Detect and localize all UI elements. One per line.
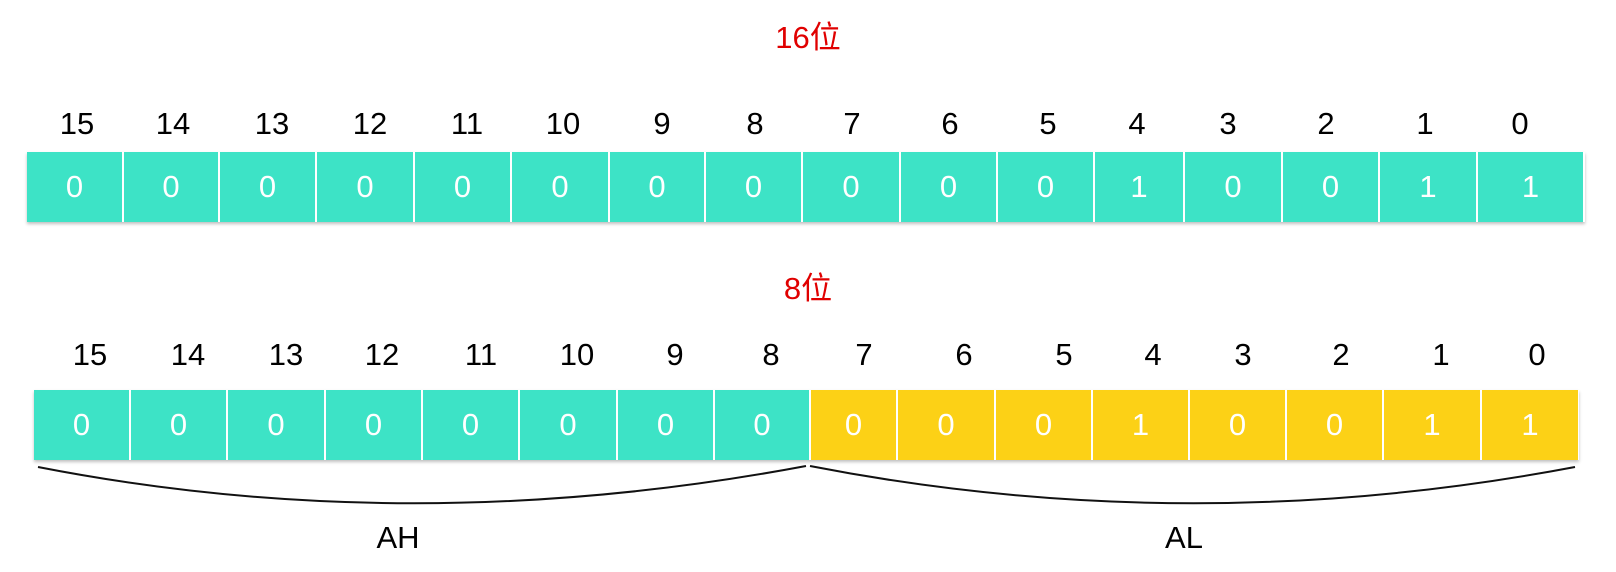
- top-bit-number: 1: [1416, 106, 1434, 141]
- bottom-bit-cell: 1: [1382, 390, 1480, 460]
- top-bit-number: 2: [1317, 106, 1335, 141]
- top-bit-cell: 1: [1093, 152, 1183, 222]
- top-bit-number: 0: [1511, 106, 1529, 141]
- top-bit-cell: 0: [1183, 152, 1281, 222]
- top-bit-cell: 0: [608, 152, 704, 222]
- bottom-bit-number: 7: [855, 337, 873, 372]
- top-bit-cell: 0: [510, 152, 608, 222]
- bottom-bit-number: 10: [559, 337, 595, 372]
- top-bit-number: 15: [59, 106, 95, 141]
- bottom-bit-cell: 0: [324, 390, 421, 460]
- bottom-bit-number: 11: [464, 337, 498, 372]
- top-bit-cell: 0: [704, 152, 801, 222]
- bottom-bit-cell: 0: [713, 390, 809, 460]
- al-label: AL: [1165, 520, 1203, 555]
- bottom-bit-number: 9: [666, 337, 684, 372]
- bottom-bit-number: 6: [955, 337, 973, 372]
- bottom-bit-cell: 0: [896, 390, 994, 460]
- bottom-bit-cell: 0: [994, 390, 1091, 460]
- bottom-bit-cell: 0: [1188, 390, 1285, 460]
- top-bit-cell: 0: [899, 152, 996, 222]
- top-bit-cell: 0: [1281, 152, 1378, 222]
- bottom-bit-cell: 1: [1480, 390, 1578, 460]
- ah-label: AH: [376, 520, 420, 555]
- top-bit-number: 13: [254, 106, 290, 141]
- bottom-bit-number: 1: [1432, 337, 1450, 372]
- bottom-bit-cell: 0: [421, 390, 518, 460]
- bottom-bit-cell: 1: [1091, 390, 1188, 460]
- bottom-bit-number: 8: [762, 337, 780, 372]
- top-bit-number: 4: [1128, 106, 1146, 141]
- top-bit-cell: 0: [218, 152, 315, 222]
- bottom-bit-number: 12: [364, 337, 400, 372]
- bottom-bit-cell: 0: [129, 390, 226, 460]
- bottom-bit-cell: 0: [226, 390, 324, 460]
- bottom-bit-number: 2: [1332, 337, 1350, 372]
- al-brace: [809, 465, 1576, 505]
- top-bit-number: 6: [941, 106, 959, 141]
- bottom-bit-number: 13: [268, 337, 304, 372]
- bottom-bit-number: 5: [1055, 337, 1073, 372]
- top-bit-cell: 0: [413, 152, 510, 222]
- top-bit-number: 8: [746, 106, 764, 141]
- bottom-bit-number: 0: [1528, 337, 1546, 372]
- top-bit-number: 7: [843, 106, 861, 141]
- top-bit-cell: 1: [1476, 152, 1583, 222]
- bottom-bit-number: 3: [1234, 337, 1252, 372]
- top-bit-number: 3: [1219, 106, 1237, 141]
- bottom-bit-number: 14: [170, 337, 206, 372]
- ah-brace: [37, 465, 807, 505]
- top-bit-cell: 0: [996, 152, 1093, 222]
- top-bit-number: 9: [653, 106, 671, 141]
- bottom-bit-cell: 0: [1285, 390, 1382, 460]
- top-bit-cell: 0: [801, 152, 899, 222]
- bottom-bit-number: 15: [72, 337, 108, 372]
- bottom-bit-cell: 0: [34, 390, 129, 460]
- bottom-bit-cell: 0: [809, 390, 896, 460]
- top-bit-number: 11: [450, 106, 484, 141]
- top-bit-number: 14: [155, 106, 191, 141]
- bottom-bit-cell: 0: [616, 390, 713, 460]
- top-bit-number: 12: [352, 106, 388, 141]
- top-bit-cell: 1: [1378, 152, 1476, 222]
- top-bit-number: 5: [1039, 106, 1057, 141]
- title-8-bit: 8位: [783, 271, 833, 306]
- bottom-bit-number: 4: [1144, 337, 1162, 372]
- title-16-bit: 16位: [775, 20, 841, 55]
- top-bit-cell: 0: [122, 152, 218, 222]
- top-bit-cell: 0: [315, 152, 413, 222]
- bottom-bit-cell: 0: [518, 390, 616, 460]
- top-bit-number: 10: [545, 106, 581, 141]
- top-bit-cell: 0: [27, 152, 122, 222]
